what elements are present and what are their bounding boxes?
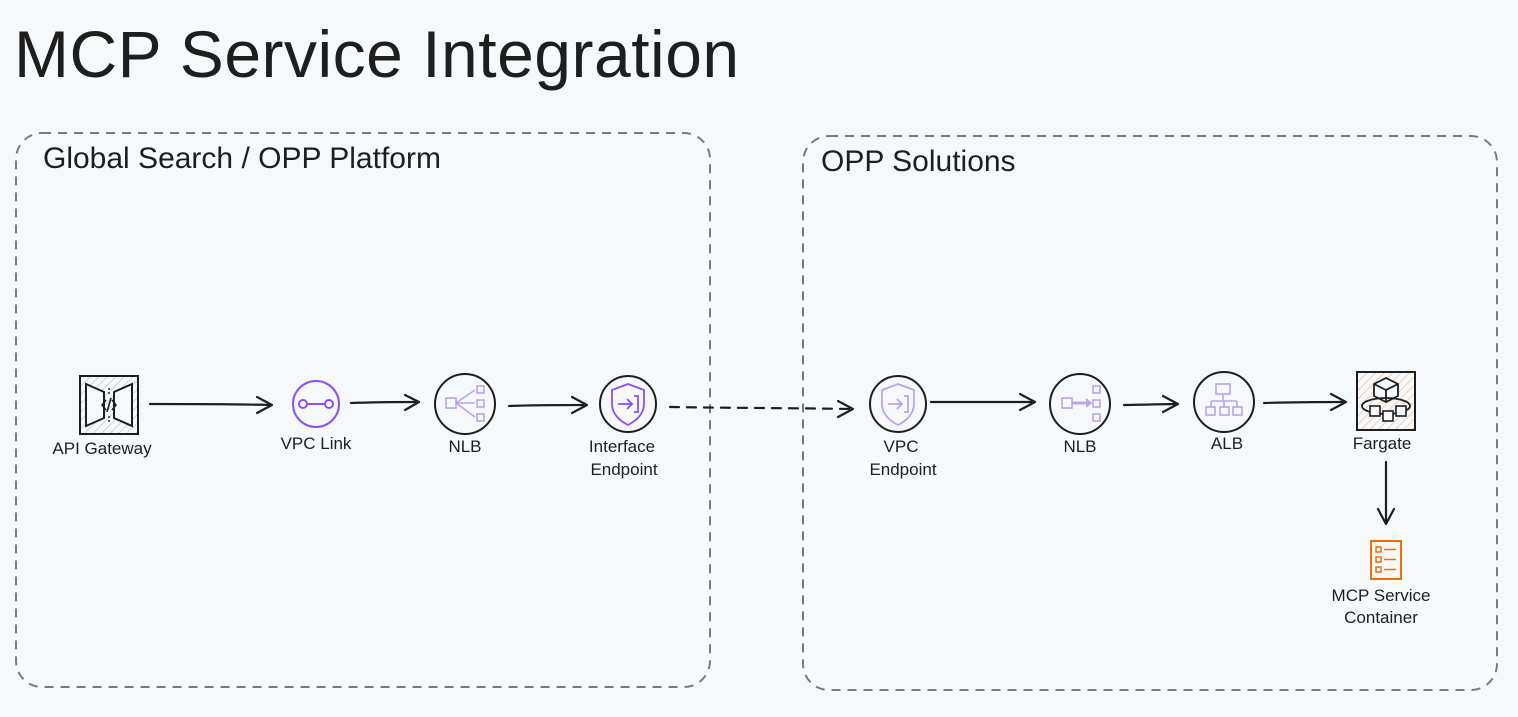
- label-vpc-endpoint-line2: Endpoint: [869, 460, 937, 479]
- endpoint-shield-icon[interactable]: [869, 375, 927, 433]
- arrow-vpcendpoint-to-nlb: [929, 392, 1037, 412]
- label-vpc-link: VPC Link: [280, 434, 352, 453]
- label-nlb-solutions: NLB: [1063, 437, 1097, 456]
- api-gateway-icon[interactable]: [79, 375, 139, 435]
- arrow-api-to-vpclink: [148, 395, 274, 415]
- arrow-endpoint-to-vpcendpoint-dashed: [668, 399, 855, 419]
- arrow-fargate-to-container: [1376, 460, 1396, 526]
- label-fargate: Fargate: [1352, 434, 1412, 453]
- label-vpc-endpoint-line1: VPC: [883, 437, 919, 456]
- label-interface-endpoint-line1: Interface: [588, 437, 656, 456]
- arrow-nlb-to-endpoint: [507, 395, 589, 415]
- group-label-solutions: OPP Solutions: [821, 145, 1016, 178]
- arrow-nlb-to-alb: [1122, 394, 1180, 414]
- page-title: MCP Service Integration: [14, 17, 740, 91]
- group-box-platform: [15, 132, 711, 688]
- label-mcp-container-line1: MCP Service: [1331, 586, 1431, 605]
- network-load-balancer-icon[interactable]: [1049, 373, 1111, 435]
- container-list-icon[interactable]: [1370, 540, 1402, 580]
- group-label-platform: Global Search / OPP Platform: [43, 142, 441, 175]
- group-box-solutions: [802, 135, 1498, 691]
- arrow-alb-to-fargate: [1262, 392, 1348, 412]
- label-interface-endpoint-line2: Endpoint: [590, 460, 658, 479]
- endpoint-shield-icon[interactable]: [599, 375, 657, 433]
- vpc-link-icon[interactable]: [292, 380, 340, 428]
- label-mcp-container-line2: Container: [1344, 608, 1418, 627]
- label-alb: ALB: [1210, 434, 1244, 453]
- network-load-balancer-icon[interactable]: [434, 373, 496, 435]
- label-api-gateway: API Gateway: [52, 439, 152, 458]
- application-load-balancer-icon[interactable]: [1193, 371, 1255, 433]
- arrow-vpclink-to-nlb: [349, 393, 421, 412]
- label-nlb-platform: NLB: [448, 437, 482, 456]
- fargate-icon[interactable]: [1356, 371, 1416, 431]
